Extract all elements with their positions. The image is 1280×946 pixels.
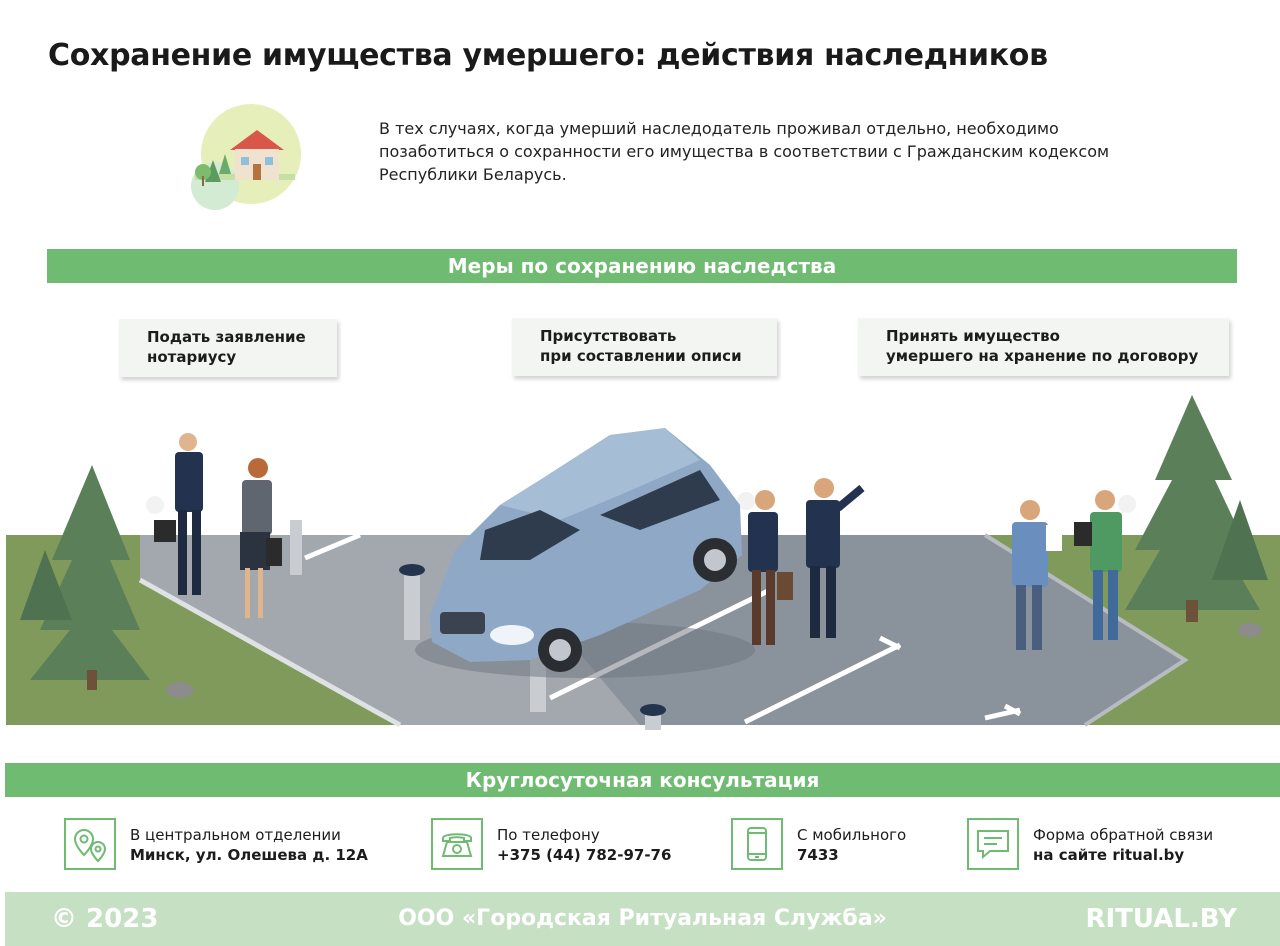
- page-title: Сохранение имущества умершего: действия …: [48, 38, 1048, 73]
- measures-heading: Меры по сохранению наследства: [47, 249, 1237, 283]
- measure-callout-line1: Подать заявление: [147, 328, 306, 346]
- measure-callout-inventory: Присутствовать при составлении описи: [512, 318, 777, 376]
- footer-site-link[interactable]: RITUAL.BY: [1085, 904, 1237, 934]
- footer: ООО «Городская Ритуальная Служба» © 2023…: [5, 892, 1280, 946]
- map-pin-icon: [64, 818, 116, 870]
- mobile-phone-icon: [731, 818, 783, 870]
- contact-mobile-number[interactable]: 7433: [797, 846, 839, 864]
- measure-callout-line2: нотариусу: [147, 348, 237, 366]
- contact-phone-number[interactable]: +375 (44) 782-97-76: [497, 846, 672, 864]
- parking-scene-illustration: [6, 380, 1280, 730]
- contact-office-address: Минск, ул. Олешева д. 12А: [130, 846, 368, 864]
- consultation-heading: Круглосуточная консультация: [5, 763, 1280, 797]
- contact-feedback-link[interactable]: на сайте ritual.by: [1033, 846, 1185, 864]
- measure-callout-storage: Принять имущество умершего на хранение п…: [858, 318, 1229, 376]
- contact-mobile-label: С мобильного: [797, 826, 907, 844]
- contact-feedback-label: Форма обратной связи: [1033, 826, 1214, 844]
- contact-phone-label: По телефону: [497, 826, 600, 844]
- measure-callout-line2: умершего на хранение по договору: [886, 347, 1199, 365]
- measure-callout-line2: при составлении описи: [540, 347, 742, 365]
- chat-icon: [967, 818, 1019, 870]
- house-icon: [185, 102, 305, 214]
- measure-callout-line1: Присутствовать: [540, 327, 677, 345]
- measure-callout-notary: Подать заявление нотариусу: [119, 319, 337, 377]
- footer-company: ООО «Городская Ритуальная Служба»: [398, 906, 887, 931]
- measure-callout-line1: Принять имущество: [886, 327, 1060, 345]
- intro-text: В тех случаях, когда умерший наследодате…: [379, 119, 1110, 184]
- contact-office-label: В центральном отделении: [130, 826, 341, 844]
- telephone-icon: [431, 818, 483, 870]
- footer-copyright: © 2023: [51, 904, 159, 934]
